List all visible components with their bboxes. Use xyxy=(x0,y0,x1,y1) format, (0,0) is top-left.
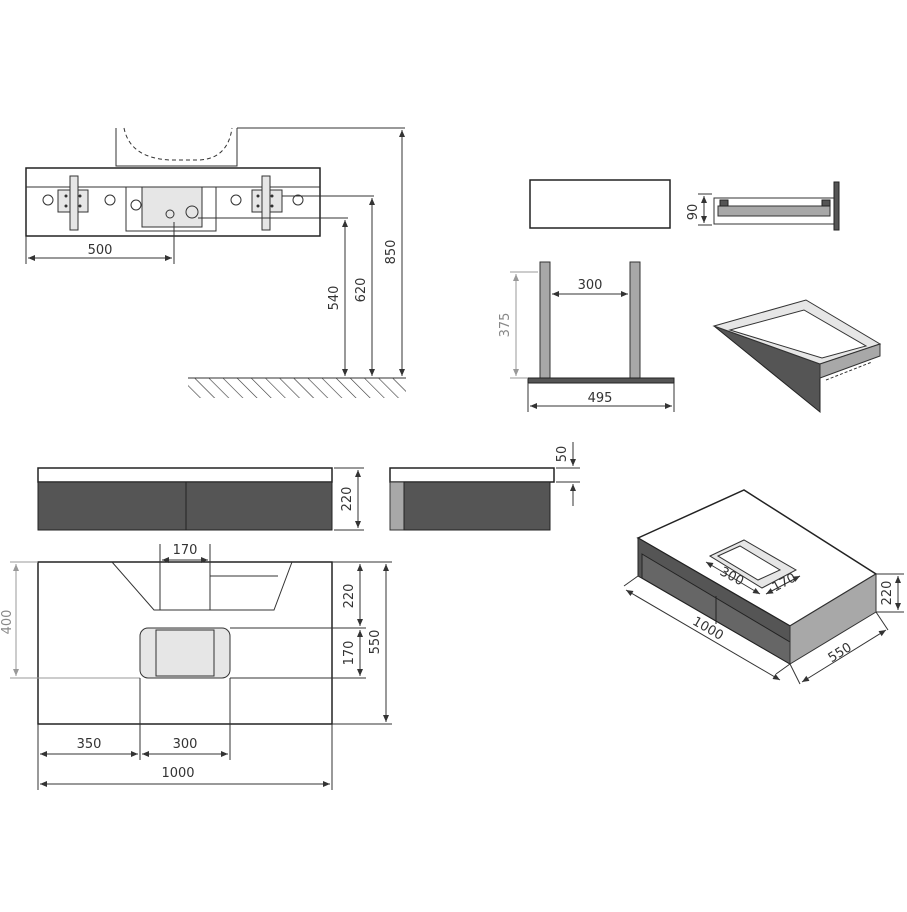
basin-outline xyxy=(115,128,238,167)
mount-hole-icon xyxy=(230,194,242,206)
cabinet-top-slab xyxy=(37,467,333,483)
dim-170-top-label: 170 xyxy=(173,543,198,558)
drawer-front-panel xyxy=(529,179,671,229)
frame-front-view: 300 375 495 xyxy=(498,261,675,412)
wall-bracket-right xyxy=(251,175,283,231)
floor-hatch xyxy=(188,378,406,398)
cabinet-drawer-right xyxy=(185,481,333,531)
mount-hole-icon xyxy=(42,194,54,206)
siphon-box xyxy=(141,186,203,228)
drawer-runner xyxy=(717,205,831,217)
dim-220-front-label: 220 xyxy=(340,487,355,512)
dim-540-label: 540 xyxy=(327,286,342,311)
dim-550-plan-label: 550 xyxy=(368,630,383,655)
cabinet-drawer-left xyxy=(37,481,187,531)
dim-90-label: 90 xyxy=(686,204,701,221)
cabinet-side-elevation: 50 xyxy=(389,442,580,531)
dim-170-plan-label: 170 xyxy=(342,641,357,666)
mount-hole-icon xyxy=(130,199,142,211)
drain-hole-icon xyxy=(185,205,199,219)
drawer-iso-side xyxy=(819,343,881,379)
dim-400-label: 400 xyxy=(0,610,15,635)
dim-50-label: 50 xyxy=(555,446,570,463)
frame-left-post xyxy=(539,261,551,379)
drawer-front-view xyxy=(529,179,671,229)
cabinet-front-elevation: 220 xyxy=(37,467,364,531)
drawer-iso-inner xyxy=(728,309,868,359)
dim-350-label: 350 xyxy=(77,737,102,752)
frame-base xyxy=(527,377,675,384)
side-left-panel xyxy=(389,481,405,531)
dim-500-label: 500 xyxy=(88,243,113,258)
front-elevation-view: 500 540 620 850 xyxy=(25,127,406,398)
drawer-isometric-view xyxy=(712,299,882,414)
drain-hole-icon xyxy=(165,209,175,219)
frame-right-post xyxy=(629,261,641,379)
dim-620-label: 620 xyxy=(354,278,369,303)
side-drawer-panel xyxy=(403,481,551,531)
dim-550-iso-label: 550 xyxy=(826,640,855,666)
dim-220-plan-label: 220 xyxy=(342,584,357,609)
mount-hole-icon xyxy=(292,194,304,206)
cabinet-isometric-view: 300 170 1000 550 220 xyxy=(623,489,904,685)
dim-300-frame-label: 300 xyxy=(578,278,603,293)
dim-300-plan-label: 300 xyxy=(173,737,198,752)
dim-850-label: 850 xyxy=(384,240,399,265)
mount-hole-icon xyxy=(104,194,116,206)
dim-1000-plan-label: 1000 xyxy=(161,766,194,781)
plan-basin-outline xyxy=(111,561,293,611)
drawer-front-edge xyxy=(833,181,840,231)
dim-495-label: 495 xyxy=(588,391,613,406)
plan-cutout xyxy=(139,627,231,679)
drawer-side-view: 90 xyxy=(686,181,840,231)
wall-bracket-left xyxy=(57,175,89,231)
dim-220-iso-label: 220 xyxy=(880,581,895,606)
basin-hidden-line xyxy=(123,127,233,161)
side-top-slab xyxy=(389,467,555,483)
plan-view: 170 220 170 550 400 350 300 1000 xyxy=(0,543,392,790)
dim-375-label: 375 xyxy=(498,313,513,338)
